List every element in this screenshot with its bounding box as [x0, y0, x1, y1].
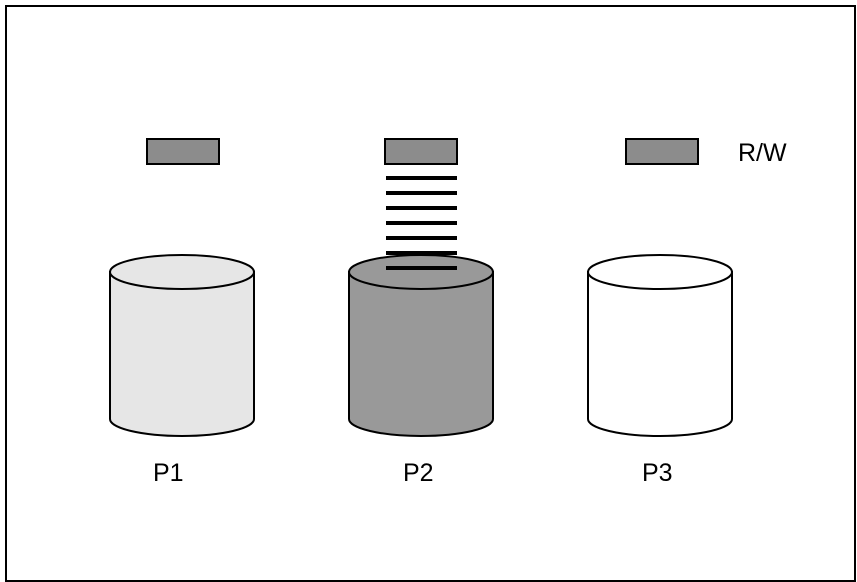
- volume-label-p2: P2: [403, 459, 434, 487]
- rw-head-p2: [384, 138, 458, 165]
- rw-label: R/W: [738, 139, 787, 167]
- cylinder-top: [109, 254, 255, 290]
- cylinder-top: [348, 254, 494, 290]
- cylinder-body: [348, 271, 494, 437]
- rw-head-p3: [625, 138, 699, 165]
- cylinder-top: [587, 254, 733, 290]
- rw-head-p1: [146, 138, 220, 165]
- cylinder-body: [587, 271, 733, 437]
- cylinder-p3: [587, 254, 733, 437]
- cylinder-p1: [109, 254, 255, 437]
- data-transfer-lines: [386, 176, 457, 255]
- cylinder-p2: [348, 254, 494, 437]
- volume-label-p3: P3: [642, 459, 673, 487]
- cylinder-body: [109, 271, 255, 437]
- volume-label-p1: P1: [153, 459, 184, 487]
